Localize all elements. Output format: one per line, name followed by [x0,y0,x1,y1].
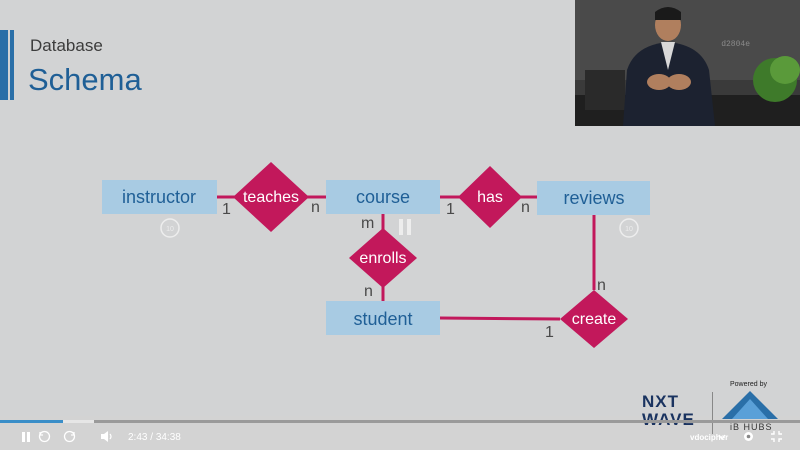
player-controls: 2:43 / 34:38 vdocipher [0,416,800,450]
entity-student-label: student [353,309,412,329]
powered-by-label: Powered by [730,381,767,388]
forward-10-icon[interactable] [63,430,76,443]
cardinality-has-course: 1 [446,201,455,218]
cardinality-create-student: 1 [545,324,554,341]
seek-bar-played [0,420,63,423]
presenter-webcam: d2804e [575,0,800,126]
pause-icon [399,219,403,235]
slide-subtitle: Database [30,36,103,55]
slide-accent-bar [0,30,14,100]
relationship-has: has [458,166,522,228]
overlay-skip-back-button[interactable]: 10 [160,218,180,238]
entity-course-label: course [356,187,410,207]
webcam-watermark: d2804e [721,40,750,49]
relationship-teaches: teaches [233,162,309,232]
entity-instructor: instructor [102,180,217,214]
slide: Database Schema instructor course review… [0,0,800,348]
time-separator: / [150,432,154,443]
chevron-down-icon[interactable] [718,433,726,441]
duration: 34:38 [155,432,181,443]
cardinality-create-reviews: n [597,277,606,294]
relationship-create-label: create [572,311,617,328]
relationship-has-label: has [477,189,503,206]
relationship-teaches-label: teaches [243,189,299,206]
time-display: 2:43 / 34:38 [128,432,181,443]
seek-bar-buffered [62,420,94,423]
er-diagram: instructor course reviews student teache… [102,162,650,348]
overlay-skip-forward-label: 10 [625,226,633,233]
cardinality-enrolls-student: n [364,283,373,300]
settings-icon[interactable] [742,430,755,443]
brand-divider [712,392,713,434]
entity-reviews: reviews [537,181,650,215]
presenter-video [575,0,800,126]
overlay-skip-forward-button[interactable]: 10 [619,218,639,238]
seek-bar[interactable] [0,420,800,423]
cardinality-teaches-course: n [311,199,320,216]
relationship-enrolls-label: enrolls [359,250,406,267]
relationship-create: create [560,290,628,348]
line-student-create [439,316,561,321]
cardinality-teaches-instructor: 1 [222,201,231,218]
entity-student: student [326,301,440,335]
brand-line-2: WAVE [642,411,702,429]
entity-reviews-label: reviews [563,188,624,208]
brand-line-1: NXT [642,392,679,411]
pause-icon[interactable] [20,431,32,443]
cardinality-enrolls-course: m [361,215,374,232]
entity-instructor-label: instructor [122,187,196,207]
relationship-enrolls: enrolls [349,228,417,288]
volume-icon[interactable] [100,430,114,443]
partner-label: iB HUBS [730,422,773,432]
entity-course: course [326,180,440,214]
ibhubs-logo-icon [722,391,778,419]
nxtwave-logo: NXT WAVE [642,393,702,429]
current-time: 2:43 [128,432,148,443]
slide-title: Schema [28,62,142,97]
fullscreen-exit-icon[interactable] [770,430,783,443]
overlay-skip-back-label: 10 [166,226,174,233]
rewind-10-icon[interactable] [38,430,51,443]
vdocipher-logo: vdocipher [690,433,729,442]
rewind-10-icon [160,218,180,238]
forward-10-icon [619,218,639,238]
overlay-pause-button[interactable] [399,219,411,235]
cardinality-has-reviews: n [521,199,530,216]
